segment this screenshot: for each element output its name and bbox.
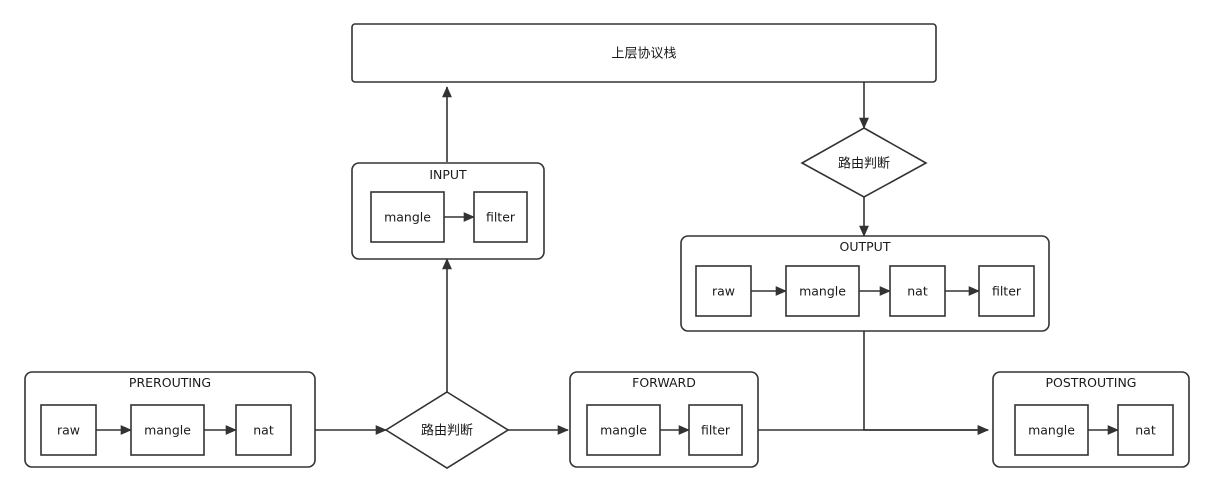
node-forward-chain[interactable]: FORWARD mangle filter [569, 371, 759, 468]
input-table-mangle-box[interactable] [370, 191, 445, 243]
upper-stack-box[interactable] [351, 23, 937, 83]
forward-chain-label: FORWARD [632, 375, 696, 390]
node-output-chain[interactable]: OUTPUT raw mangle nat filter [680, 235, 1050, 332]
output-chain-label: OUTPUT [840, 239, 891, 254]
table-box-group[interactable]: nat [1117, 404, 1174, 456]
route-decision-top-shape[interactable] [800, 127, 928, 198]
node-prerouting-chain[interactable]: PREROUTING raw mangle nat [24, 371, 316, 468]
table-box-group[interactable]: mangle [130, 404, 205, 456]
table-box-group[interactable]: filter [978, 265, 1035, 317]
input-table-filter-box[interactable] [473, 191, 528, 243]
input-table-filter-label: filter [486, 210, 516, 225]
table-box-group[interactable]: raw [695, 265, 752, 317]
table-box-group[interactable]: mangle [785, 265, 860, 317]
output-chain-box[interactable] [680, 235, 1050, 332]
forward-table-mangle-label: mangle [600, 423, 647, 438]
postrouting-table-mangle-label: mangle [1028, 423, 1075, 438]
node-route-decision-top[interactable]: 路由判断 [800, 127, 928, 198]
table-box-group[interactable]: nat [235, 404, 292, 456]
node-input-chain[interactable]: INPUT mangle filter [351, 162, 545, 260]
prerouting-table-raw-label: raw [57, 423, 80, 438]
prerouting-table-nat-label: nat [253, 423, 274, 438]
edge-output-to-postrouting [863, 331, 989, 435]
input-table-mangle-label: mangle [384, 210, 431, 225]
output-table-nat-label: nat [907, 284, 928, 299]
prerouting-table-mangle-box[interactable] [130, 404, 205, 456]
table-box-group[interactable]: mangle [586, 404, 661, 456]
forward-table-filter-label: filter [701, 423, 731, 438]
table-box-group[interactable]: mangle [370, 191, 445, 243]
table-box-group[interactable]: filter [473, 191, 528, 243]
table-box-group[interactable]: mangle [1014, 404, 1089, 456]
route-decision-bottom-label: 路由判断 [421, 423, 473, 439]
output-table-filter-box[interactable] [978, 265, 1035, 317]
postrouting-table-nat-label: nat [1135, 423, 1156, 438]
postrouting-chain-label: POSTROUTING [1046, 375, 1137, 390]
table-box-group[interactable]: nat [889, 265, 946, 317]
postrouting-table-nat-box[interactable] [1117, 404, 1174, 456]
prerouting-table-mangle-label: mangle [144, 423, 191, 438]
forward-table-filter-box[interactable] [688, 404, 743, 456]
input-chain-label: INPUT [429, 167, 467, 182]
upper-stack-label: 上层协议栈 [611, 47, 676, 62]
node-route-decision-bottom[interactable]: 路由判断 [384, 391, 510, 469]
output-table-raw-box[interactable] [695, 265, 752, 317]
table-box-group[interactable]: filter [688, 404, 743, 456]
node-postrouting-chain[interactable]: POSTROUTING mangle nat [992, 371, 1190, 468]
output-table-raw-label: raw [712, 284, 735, 299]
node-upper-stack[interactable]: 上层协议栈 [351, 23, 937, 83]
forward-table-mangle-box[interactable] [586, 404, 661, 456]
route-decision-top-label: 路由判断 [838, 156, 890, 172]
prerouting-table-raw-box[interactable] [40, 404, 97, 456]
prerouting-table-nat-box[interactable] [235, 404, 292, 456]
table-box-group[interactable]: raw [40, 404, 97, 456]
output-table-filter-label: filter [992, 284, 1022, 299]
output-table-mangle-label: mangle [799, 284, 846, 299]
edges-layer [315, 82, 989, 435]
prerouting-chain-label: PREROUTING [129, 375, 211, 390]
output-table-mangle-box[interactable] [785, 265, 860, 317]
route-decision-bottom-shape[interactable] [384, 391, 510, 469]
